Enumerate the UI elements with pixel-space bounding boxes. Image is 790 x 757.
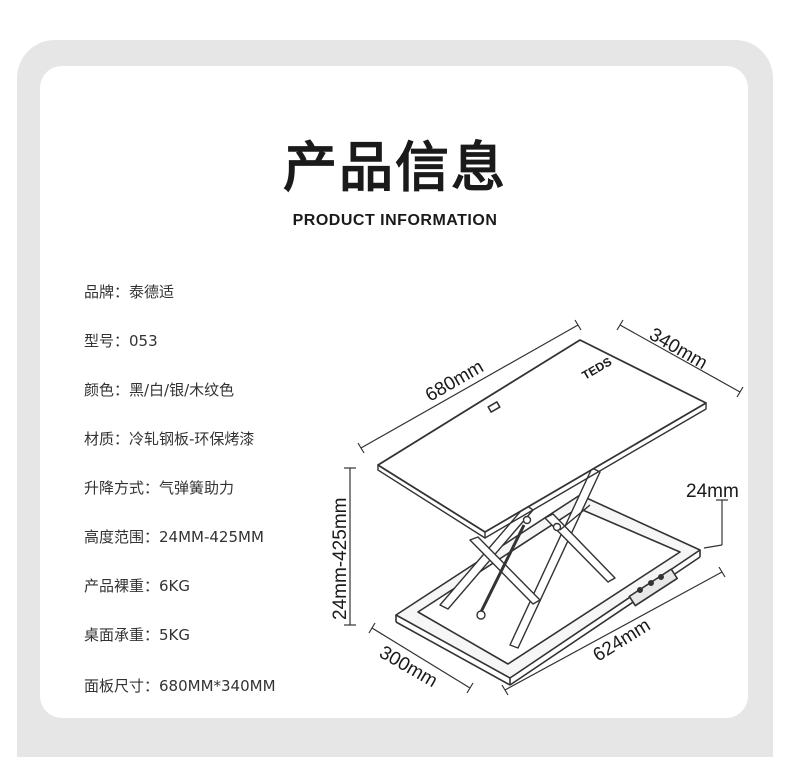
panel-handle bbox=[487, 401, 501, 413]
base-frame-inner bbox=[417, 507, 681, 665]
spec-height-range: 高度范围：24MM-425MM bbox=[84, 528, 264, 546]
spec-net-weight: 产品裸重：6KG bbox=[84, 577, 191, 595]
spec-panel-size: 面板尺寸：680MM*340MM bbox=[84, 677, 276, 695]
dim-base-length: 624mm bbox=[590, 615, 655, 666]
spec-material: 材质：冷轧钢板-环保烤漆 bbox=[84, 430, 255, 448]
spec-brand: 品牌：泰德适 bbox=[84, 283, 175, 301]
dim-closed-height: 24mm bbox=[686, 481, 739, 502]
spec-lift-method: 升降方式：气弹簧助力 bbox=[84, 479, 235, 497]
spec-model: 型号：053 bbox=[84, 332, 158, 350]
dim-height-range: 24mm-425mm bbox=[330, 498, 351, 620]
product-diagram: TEDS 680mm 340mm 24mm-425mm 24mm 624mm 3… bbox=[330, 319, 744, 696]
spec-load-capacity: 桌面承重：5KG bbox=[84, 626, 191, 644]
spec-color: 颜色：黑/白/银/木纹色 bbox=[84, 381, 235, 399]
desktop-panel bbox=[377, 339, 707, 533]
page-subtitle: PRODUCT INFORMATION bbox=[292, 212, 498, 229]
dim-top-width: 340mm bbox=[646, 324, 711, 374]
scissor-legs bbox=[439, 467, 616, 649]
dimension-lines bbox=[344, 319, 744, 696]
page-title: 产品信息 bbox=[283, 136, 507, 199]
